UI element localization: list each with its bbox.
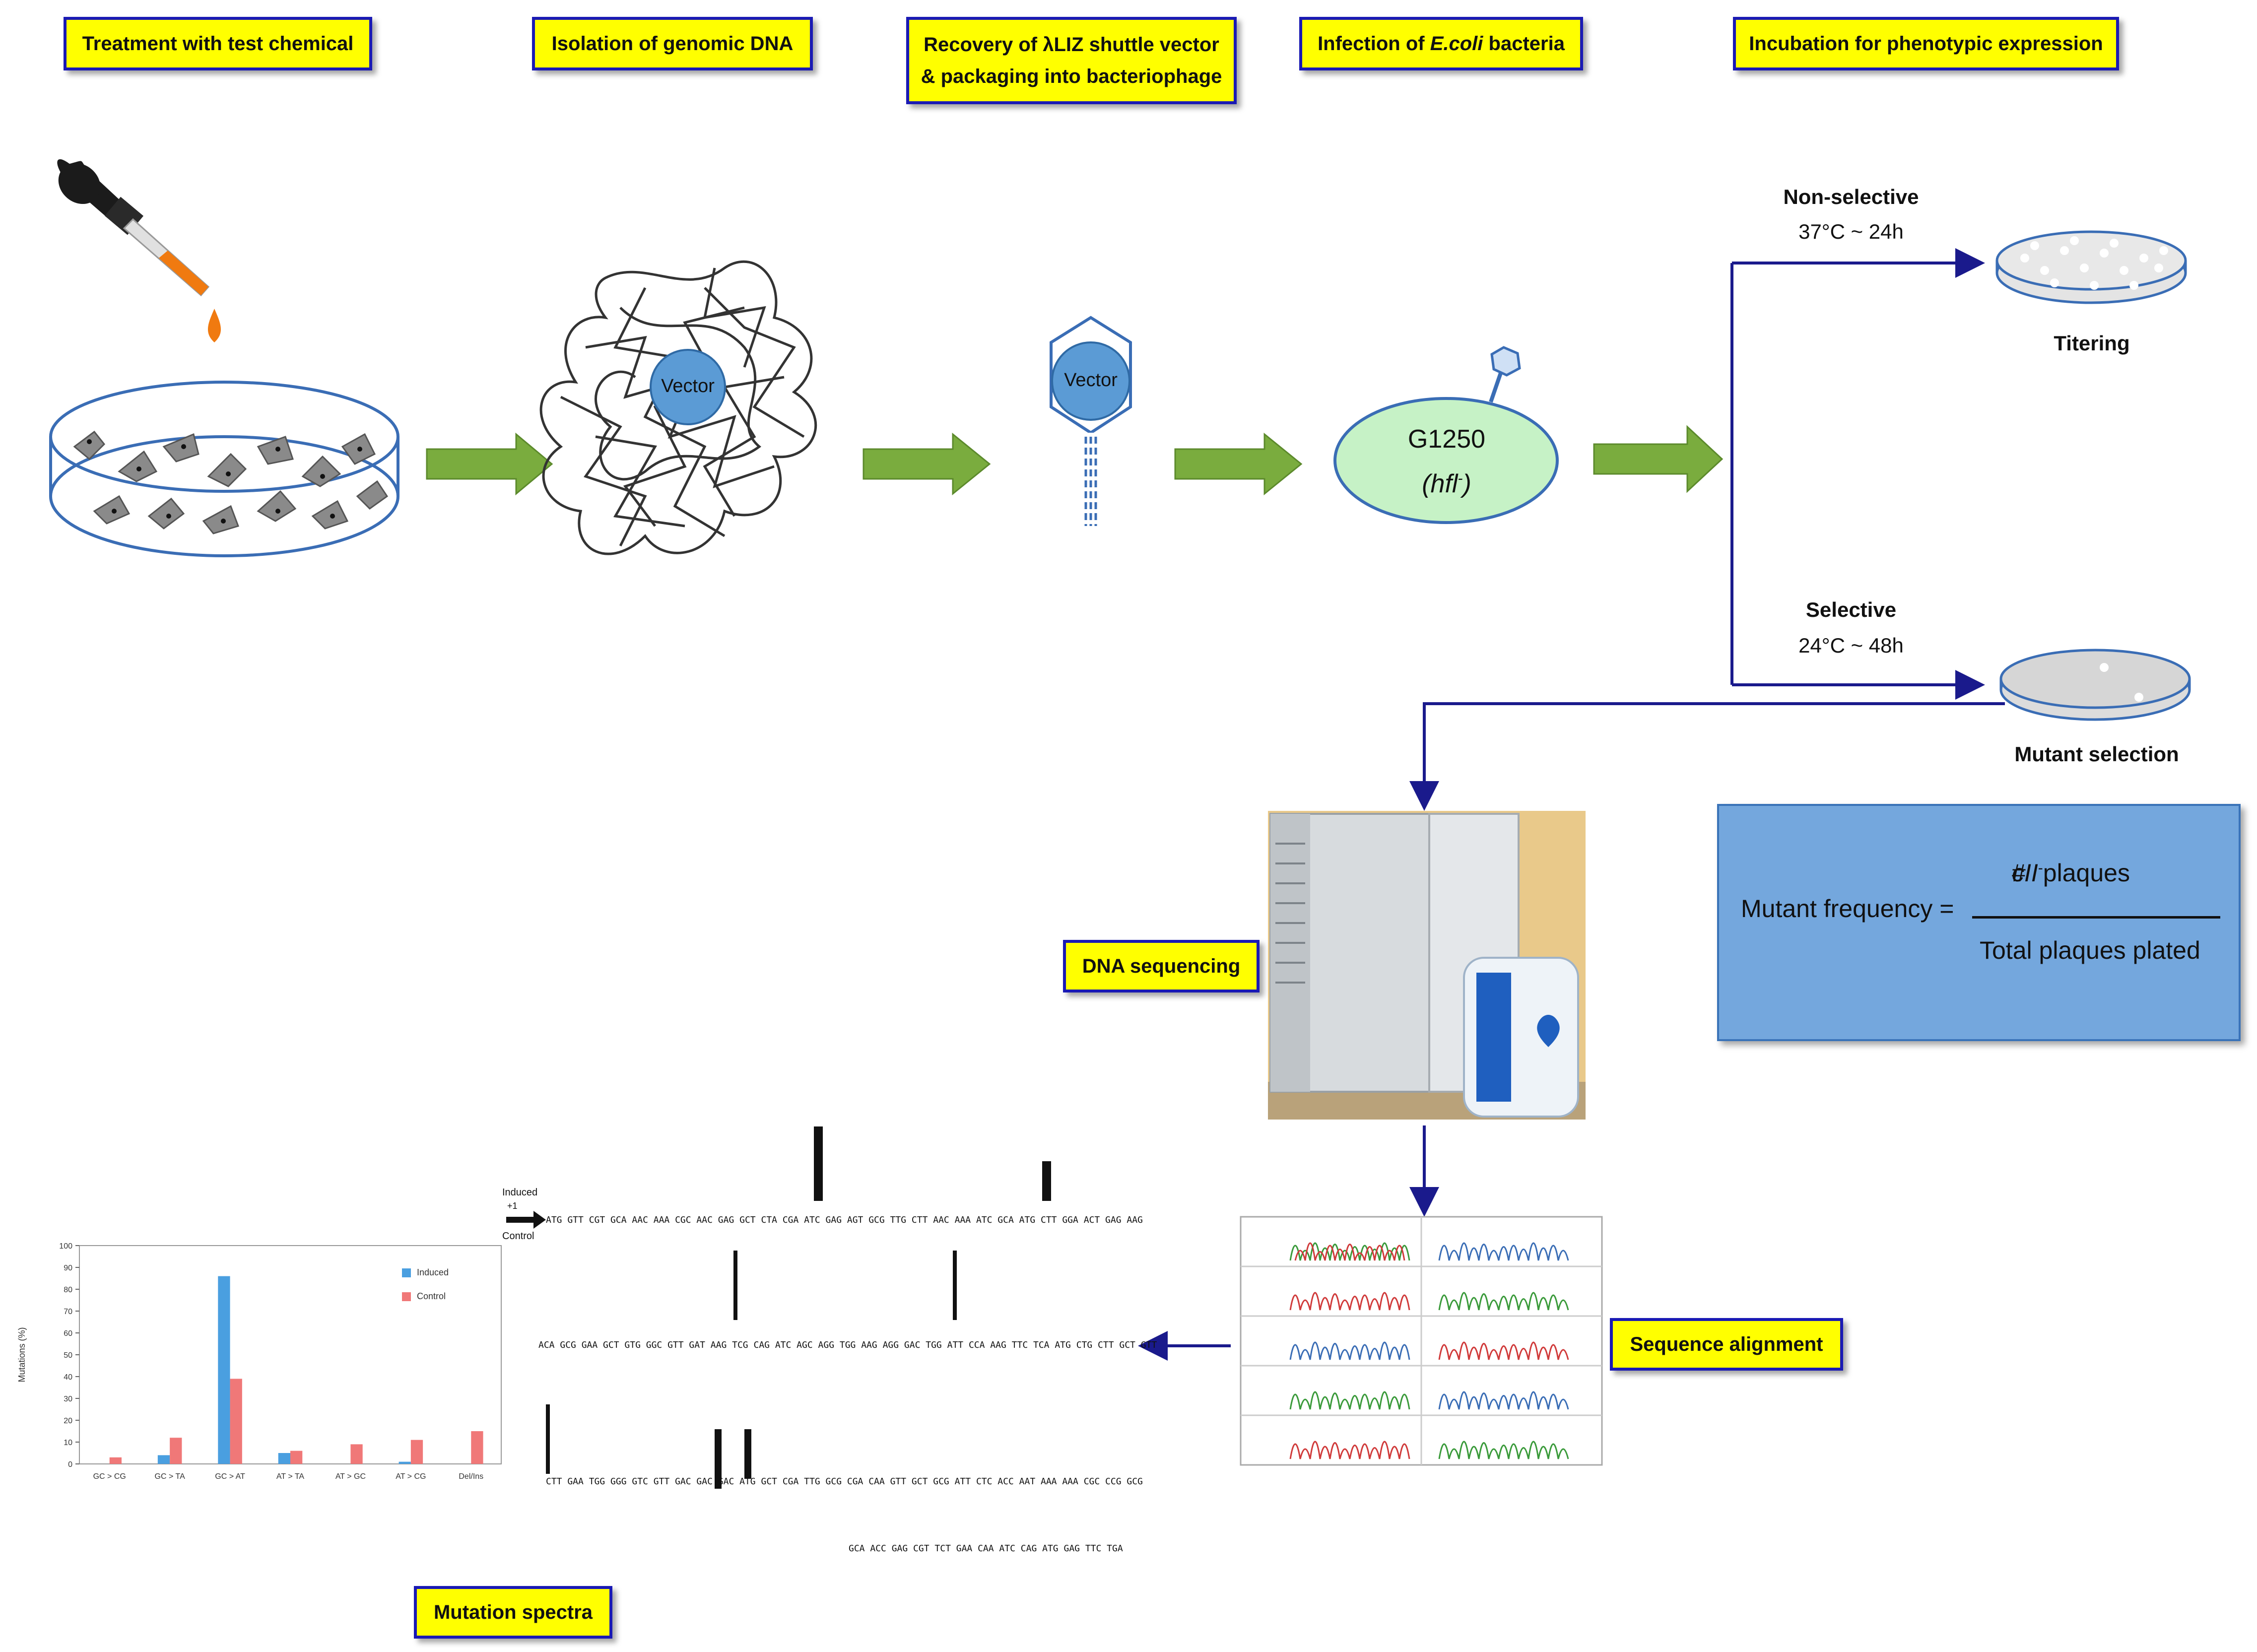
formula-numerator: # cII- plaques bbox=[2012, 859, 2130, 887]
bar-control bbox=[350, 1444, 363, 1464]
x-tick-label: GC > CG bbox=[93, 1472, 126, 1481]
bar-control bbox=[410, 1440, 423, 1464]
y-tick-label: 100 bbox=[59, 1242, 72, 1251]
plot-area bbox=[79, 1245, 502, 1464]
step-label-incubation: Incubation for phenotypic expression bbox=[1733, 17, 2119, 70]
step-text-mutation-spectra: Mutation spectra bbox=[433, 1601, 593, 1623]
bar-control bbox=[170, 1438, 182, 1464]
bacteria-genotype: (hfl-) bbox=[1422, 469, 1471, 498]
y-tick-label: 10 bbox=[64, 1439, 72, 1447]
step-label-infection: Infection of E.coli bacteria bbox=[1299, 17, 1583, 70]
sequence-control-label: Control bbox=[502, 1231, 534, 1242]
vector-label: Vector bbox=[661, 376, 715, 396]
nonselective-title: Non-selective bbox=[1783, 185, 1919, 208]
dropper-icon bbox=[57, 159, 221, 342]
y-tick-label: 0 bbox=[68, 1460, 72, 1469]
titering-label: Titering bbox=[2054, 331, 2130, 355]
x-tick-label: AT > GC bbox=[335, 1472, 366, 1481]
step-text-recovery-line2: & packaging into bacteriophage bbox=[921, 66, 1222, 87]
bar-control bbox=[230, 1379, 242, 1464]
y-tick-label: 80 bbox=[64, 1286, 72, 1294]
ecoli-bacteria-icon bbox=[1333, 346, 1559, 524]
legend-label: Control bbox=[417, 1291, 446, 1301]
dna-sequencer-photo bbox=[1268, 811, 1586, 1120]
selective-condition: 24°C ~ 48h bbox=[1798, 634, 1904, 657]
sequence-line-1: ATG GTT CGT GCA AAC AAA CGC AAC GAG GCT … bbox=[546, 1215, 1143, 1225]
sequence-start-arrow-icon bbox=[506, 1211, 546, 1229]
vector-circle-icon bbox=[650, 349, 726, 425]
selective-title: Selective bbox=[1805, 598, 1897, 621]
y-tick-label: 30 bbox=[64, 1395, 72, 1403]
y-tick-label: 60 bbox=[64, 1329, 72, 1338]
x-tick-label: GC > AT bbox=[215, 1472, 245, 1481]
formula-denominator: Total plaques plated bbox=[1980, 936, 2200, 964]
legend-swatch bbox=[402, 1292, 411, 1301]
step-text-recovery-line1: Recovery of λLIZ shuttle vector bbox=[924, 34, 1219, 56]
y-tick-label: 40 bbox=[64, 1373, 72, 1382]
formula-lhs: Mutant frequency = bbox=[1741, 895, 1954, 923]
sequence-mutation-marks bbox=[546, 1126, 1051, 1489]
phage-vector-label: Vector bbox=[1064, 370, 1118, 391]
arrow-4 bbox=[1593, 425, 1724, 493]
step-text-sequence-alignment: Sequence alignment bbox=[1630, 1333, 1823, 1355]
legend-label: Induced bbox=[417, 1267, 449, 1277]
step-label-recovery: Recovery of λLIZ shuttle vector & packag… bbox=[906, 17, 1237, 104]
x-tick-label: AT > CG bbox=[396, 1472, 426, 1481]
step-text-treatment: Treatment with test chemical bbox=[82, 33, 354, 55]
petri-dish-cells-icon bbox=[49, 381, 399, 557]
y-tick-label: 50 bbox=[64, 1351, 72, 1360]
mutant-selection-label: Mutant selection bbox=[2014, 742, 2179, 766]
arrow-3 bbox=[1174, 432, 1303, 496]
bacteriophage-icon bbox=[1050, 316, 1132, 527]
drop-icon bbox=[207, 309, 221, 342]
sequence-start-label: +1 bbox=[507, 1201, 518, 1211]
sequence-line-4: GCA ACC GAG CGT TCT GAA CAA ATC CAG ATG … bbox=[849, 1543, 1123, 1554]
arrow-2 bbox=[863, 432, 991, 496]
lambda-symbol: λ bbox=[1043, 34, 1054, 56]
sequence-induced-label: Induced bbox=[502, 1187, 538, 1198]
mutant-selection-plate-icon bbox=[1999, 649, 2191, 721]
step-text-incubation: Incubation for phenotypic expression bbox=[1749, 33, 2103, 55]
step-label-mutation-spectra: Mutation spectra bbox=[414, 1586, 612, 1639]
step-text-infection: Infection of E.coli bacteria bbox=[1318, 33, 1565, 55]
bar-induced bbox=[278, 1453, 290, 1464]
bar-induced bbox=[218, 1276, 230, 1464]
step-text-dna-sequencing: DNA sequencing bbox=[1082, 955, 1241, 977]
step-label-sequence-alignment: Sequence alignment bbox=[1610, 1318, 1843, 1371]
arrow-1 bbox=[426, 432, 553, 496]
nonselective-condition: 37°C ~ 24h bbox=[1798, 220, 1904, 243]
bar-induced bbox=[157, 1455, 170, 1464]
bar-control bbox=[471, 1431, 483, 1464]
y-tick-label: 70 bbox=[64, 1308, 72, 1316]
formula-fraction-bar bbox=[1972, 916, 2220, 919]
y-axis-label: Mutations (%) bbox=[17, 1327, 27, 1382]
x-tick-label: AT > TA bbox=[276, 1472, 305, 1481]
sequence-line-2: ACA GCG GAA GCT GTG GGC GTT GAT AAG TCG … bbox=[538, 1340, 1157, 1350]
bar-control bbox=[109, 1457, 122, 1464]
y-tick-label: 90 bbox=[64, 1264, 72, 1272]
step-label-dna-sequencing: DNA sequencing bbox=[1063, 940, 1260, 992]
y-tick-label: 20 bbox=[64, 1417, 72, 1425]
mutant-frequency-formula: Mutant frequency = # cII- plaques Total … bbox=[1717, 804, 2241, 1041]
bar-control bbox=[290, 1451, 303, 1464]
bacteria-strain: G1250 bbox=[1407, 425, 1486, 454]
chromatogram-panel bbox=[1240, 1216, 1603, 1466]
step-label-isolation: Isolation of genomic DNA bbox=[532, 17, 813, 70]
branch-lines bbox=[1138, 248, 2005, 1361]
x-tick-label: Del/Ins bbox=[459, 1472, 483, 1481]
process-arrows bbox=[426, 425, 1724, 496]
sequence-line-3: CTT GAA TGG GGG GTC GTT GAC GAC GAC ATG … bbox=[546, 1476, 1143, 1487]
x-tick-label: GC > TA bbox=[155, 1472, 186, 1481]
bar-induced bbox=[398, 1461, 411, 1464]
titering-plate-icon bbox=[1995, 230, 2187, 304]
step-label-treatment: Treatment with test chemical bbox=[64, 17, 372, 70]
step-text-isolation: Isolation of genomic DNA bbox=[551, 33, 794, 55]
legend-swatch bbox=[402, 1268, 411, 1277]
